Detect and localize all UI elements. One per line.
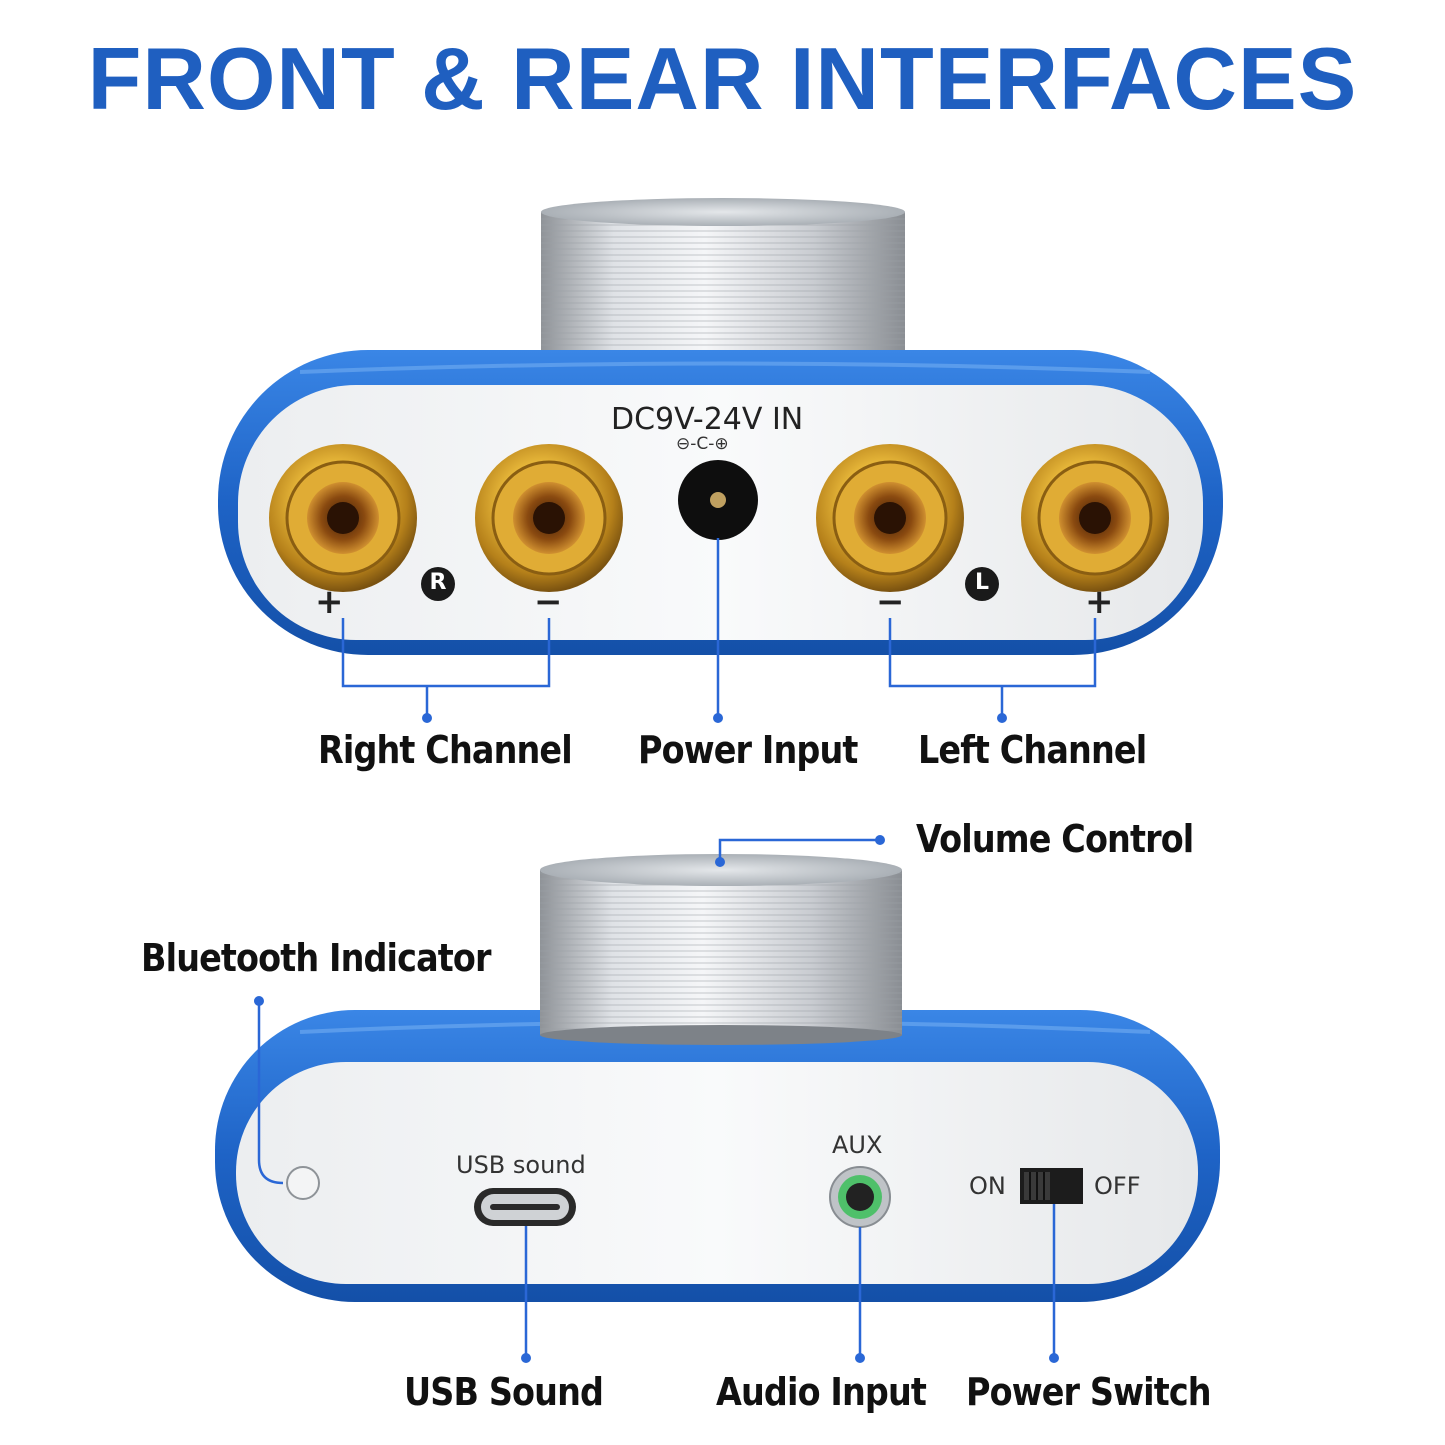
right-minus-terminal-icon (475, 444, 623, 592)
audio-input-callout: Audio Input (716, 1370, 927, 1414)
volume-control-callout: Volume Control (916, 817, 1194, 861)
right-plus-label: + (315, 582, 344, 622)
usb-c-port-icon (474, 1188, 576, 1226)
page-title: FRONT & REAR INTERFACES (87, 29, 1358, 128)
right-badge-label: R (429, 570, 447, 595)
left-badge-label: L (974, 570, 990, 595)
switch-off-label: OFF (1094, 1172, 1141, 1200)
front-panel (215, 854, 1220, 1302)
left-plus-terminal-icon (1021, 444, 1169, 592)
polarity-symbol: ⊖-C-⊕ (676, 434, 729, 454)
aux-jack-icon (829, 1166, 891, 1228)
left-channel-callout: Left Channel (918, 728, 1147, 772)
dc-power-jack-icon (678, 460, 758, 540)
left-minus-terminal-icon (816, 444, 964, 592)
bluetooth-led-icon (286, 1166, 320, 1200)
rear-callout-dots (422, 713, 1007, 723)
right-minus-label: − (534, 582, 563, 622)
bluetooth-indicator-callout: Bluetooth Indicator (141, 936, 491, 980)
power-input-callout: Power Input (638, 728, 858, 772)
right-channel-badge-icon (421, 567, 455, 601)
left-channel-badge-icon (965, 567, 999, 601)
rear-callout-lines (341, 538, 1097, 718)
rear-panel (218, 198, 1223, 655)
power-switch[interactable] (1020, 1168, 1083, 1204)
usb-sound-callout: USB Sound (404, 1370, 604, 1414)
power-switch-callout: Power Switch (966, 1370, 1212, 1414)
front-callout-lines (257, 838, 1056, 1358)
front-faceplate (236, 1062, 1198, 1284)
switch-on-label: ON (969, 1172, 1006, 1200)
right-plus-terminal-icon (269, 444, 417, 592)
left-minus-label: − (876, 582, 905, 622)
volume-knob[interactable] (540, 854, 902, 1045)
front-callout-dots (254, 835, 1059, 1363)
aux-marking: AUX (832, 1131, 883, 1159)
left-plus-label: + (1085, 582, 1114, 622)
power-marking: DC9V-24V IN (611, 402, 804, 437)
usb-marking: USB sound (456, 1151, 586, 1179)
right-channel-callout: Right Channel (318, 728, 573, 772)
